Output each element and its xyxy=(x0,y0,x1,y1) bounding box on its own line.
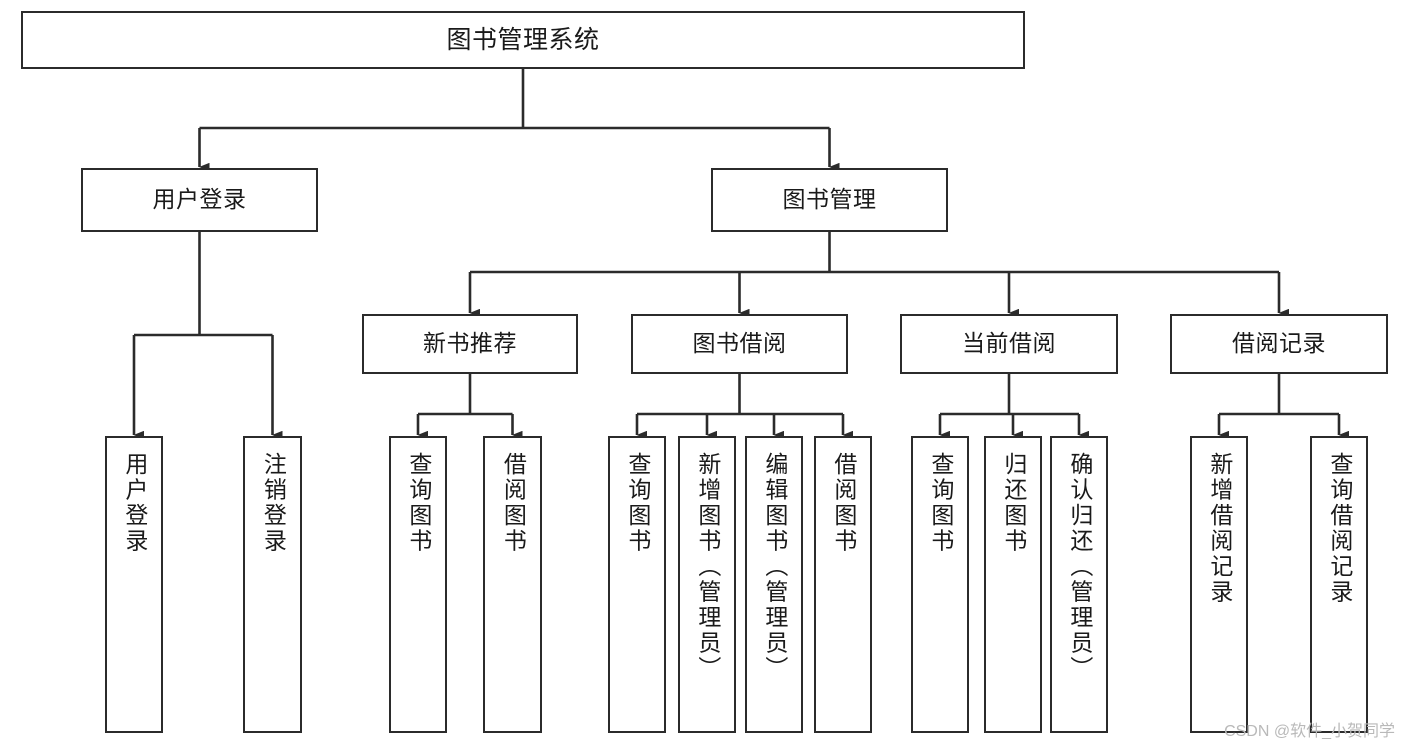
node-leaf-borrow-book-2-label: 借阅图书 xyxy=(830,452,857,554)
node-leaf-query-record[interactable]: 查询借阅记录 xyxy=(1310,436,1368,733)
node-borrow-record-label: 借阅记录 xyxy=(1232,330,1326,357)
node-user-login[interactable]: 用户登录 xyxy=(81,168,318,232)
node-root-label: 图书管理系统 xyxy=(446,26,600,54)
node-leaf-return-book[interactable]: 归还图书 xyxy=(984,436,1042,733)
node-leaf-borrow-book-2[interactable]: 借阅图书 xyxy=(814,436,872,733)
node-leaf-query-book-1-label: 查询图书 xyxy=(405,452,432,554)
node-leaf-user-logout[interactable]: 注销登录 xyxy=(243,436,302,733)
node-leaf-edit-book-label: 编辑图书（管理员） xyxy=(761,452,788,682)
node-root[interactable]: 图书管理系统 xyxy=(21,11,1025,69)
node-book-manage-label: 图书管理 xyxy=(782,186,877,213)
node-leaf-edit-book[interactable]: 编辑图书（管理员） xyxy=(745,436,803,733)
node-leaf-confirm-return-label: 确认归还（管理员） xyxy=(1066,452,1093,682)
node-new-book-recommend-label: 新书推荐 xyxy=(423,330,517,357)
node-leaf-borrow-book-1[interactable]: 借阅图书 xyxy=(483,436,542,733)
node-new-book-recommend[interactable]: 新书推荐 xyxy=(362,314,578,374)
node-leaf-query-book-3[interactable]: 查询图书 xyxy=(911,436,969,733)
node-leaf-query-book-3-label: 查询图书 xyxy=(927,452,954,554)
node-borrow-record[interactable]: 借阅记录 xyxy=(1170,314,1388,374)
node-leaf-query-book-2-label: 查询图书 xyxy=(624,452,651,554)
node-leaf-borrow-book-1-label: 借阅图书 xyxy=(500,452,527,554)
node-leaf-add-record-label: 新增借阅记录 xyxy=(1206,452,1233,605)
node-user-login-label: 用户登录 xyxy=(152,186,247,213)
node-leaf-return-book-label: 归还图书 xyxy=(1000,452,1027,554)
node-book-borrow-label: 图书借阅 xyxy=(692,330,787,357)
node-book-borrow[interactable]: 图书借阅 xyxy=(631,314,848,374)
node-leaf-add-record[interactable]: 新增借阅记录 xyxy=(1190,436,1248,733)
node-leaf-query-book-2[interactable]: 查询图书 xyxy=(608,436,666,733)
node-leaf-query-record-label: 查询借阅记录 xyxy=(1326,452,1353,605)
node-leaf-add-book[interactable]: 新增图书（管理员） xyxy=(678,436,736,733)
node-leaf-user-login[interactable]: 用户登录 xyxy=(105,436,163,733)
connector-group xyxy=(132,69,1349,440)
node-leaf-add-book-label: 新增图书（管理员） xyxy=(694,452,721,682)
node-leaf-user-login-label: 用户登录 xyxy=(121,452,148,554)
node-leaf-query-book-1[interactable]: 查询图书 xyxy=(389,436,447,733)
node-current-borrow-label: 当前借阅 xyxy=(962,330,1056,357)
node-leaf-user-logout-label: 注销登录 xyxy=(260,452,287,554)
node-current-borrow[interactable]: 当前借阅 xyxy=(900,314,1118,374)
node-book-manage[interactable]: 图书管理 xyxy=(711,168,948,232)
node-leaf-confirm-return[interactable]: 确认归还（管理员） xyxy=(1050,436,1108,733)
